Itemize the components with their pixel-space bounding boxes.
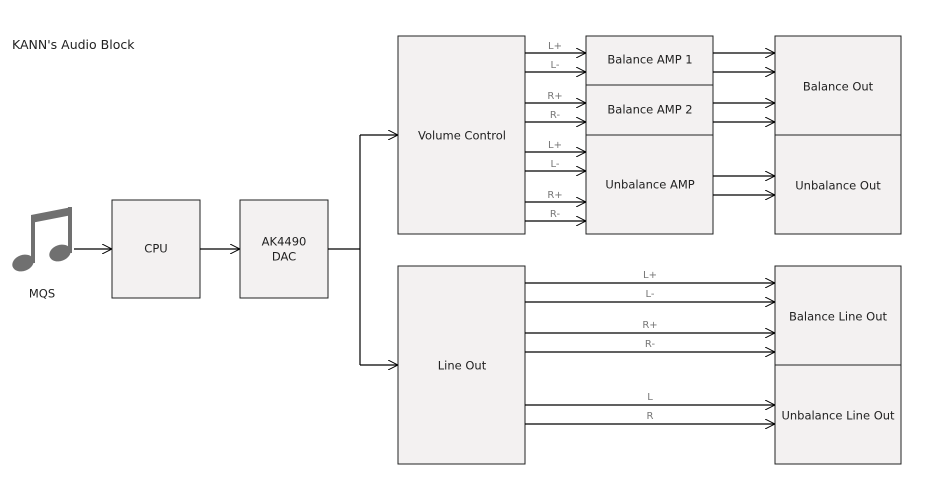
unbalance-out-block [774,134,902,235]
amp-output-wires [713,53,775,195]
balance-out-label: Balance Out [803,80,874,94]
unbalance-amp-block [585,134,714,235]
volume-signal-label: R+ [547,91,562,102]
line-signal-label: R [647,411,654,422]
balance-amp-2-block [585,84,714,136]
volume-control-label: Volume Control [418,129,506,143]
source-label: MQS [29,287,55,301]
volume-signal-label: L- [550,159,559,170]
line-signal-label: L- [645,289,654,300]
line-signal-wires: L+ L- R+ R- LR [525,270,775,424]
line-out-label: Line Out [438,359,487,373]
dac-label: DAC [272,250,296,264]
volume-signal-label: L+ [548,41,562,52]
unbalance-out-label: Unbalance Out [795,179,881,193]
unbalance-amp-label: Unbalance AMP [605,178,694,192]
volume-signal-label: L+ [548,140,562,151]
line-signal-label: R+ [642,320,657,331]
balance-out-block [774,35,902,136]
balance-line-out-block [774,265,902,366]
volume-signal-wires: L+ L- R+ R- L+ L- R+ R- [525,41,586,221]
balance-line-out-label: Balance Line Out [789,310,887,324]
cpu-block [111,199,201,299]
volume-signal-label: R- [550,110,561,121]
music-note-icon [12,207,72,272]
volume-signal-label: R- [550,209,561,220]
dac-label-chip: AK4490 [262,235,307,249]
line-signal-label: R- [645,339,656,350]
volume-signal-label: L- [550,60,559,71]
line-signal-label: L [647,392,653,403]
line-out-block [397,265,526,465]
balance-amp-2-label: Balance AMP 2 [607,103,692,117]
volume-signal-label: R+ [547,190,562,201]
unbalance-line-out-label: Unbalance Line Out [781,409,895,423]
diagram-title: KANN's Audio Block [12,37,135,52]
balance-amp-1-block [585,35,714,86]
unbalance-line-out-block [774,364,902,465]
cpu-label: CPU [144,242,167,256]
line-signal-label: L+ [643,270,657,281]
volume-control-block [397,35,526,235]
balance-amp-1-label: Balance AMP 1 [607,53,692,67]
